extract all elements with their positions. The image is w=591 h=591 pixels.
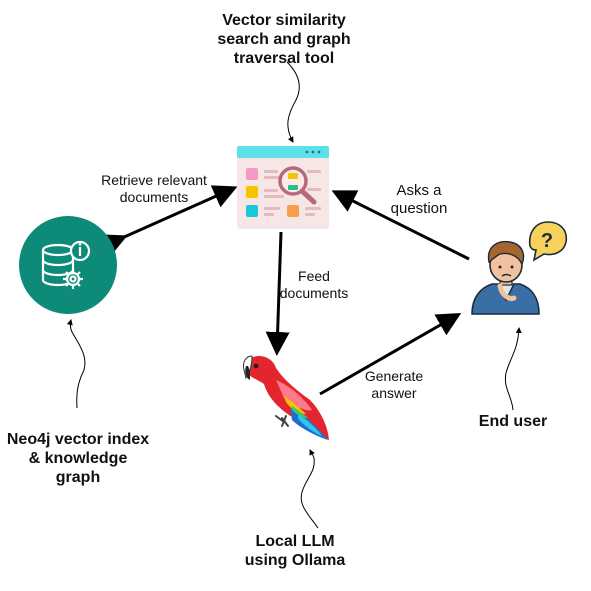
feed-documents-label: Feed documents (279, 268, 349, 301)
tool-callout-line (286, 61, 300, 143)
svg-text:?: ? (541, 230, 553, 252)
neo4j-label: Neo4j vector index & knowledge graph (6, 431, 150, 486)
asks-question-arrow (331, 190, 470, 261)
user-callout-line (504, 327, 522, 411)
neo4j-callout-line (66, 319, 86, 409)
retrieve-label: Retrieve relevant documents (101, 172, 207, 205)
parrot-icon (243, 355, 329, 440)
asks-question-label: Asks a question (390, 182, 448, 217)
database-gear-icon (19, 216, 117, 314)
retrieve-arrow (100, 185, 238, 257)
confused-user-icon: ? (471, 221, 568, 315)
generate-answer-label: Generate answer (364, 368, 424, 401)
llm-callout-line (300, 449, 319, 529)
tool-title: Vector similarity search and graph trave… (217, 12, 351, 67)
search-window-icon (237, 146, 329, 229)
end-user-label: End user (478, 413, 548, 430)
generate-answer-arrow (319, 313, 462, 396)
feed-documents-arrow (265, 231, 290, 356)
llm-label: Local LLM using Ollama (244, 533, 346, 569)
